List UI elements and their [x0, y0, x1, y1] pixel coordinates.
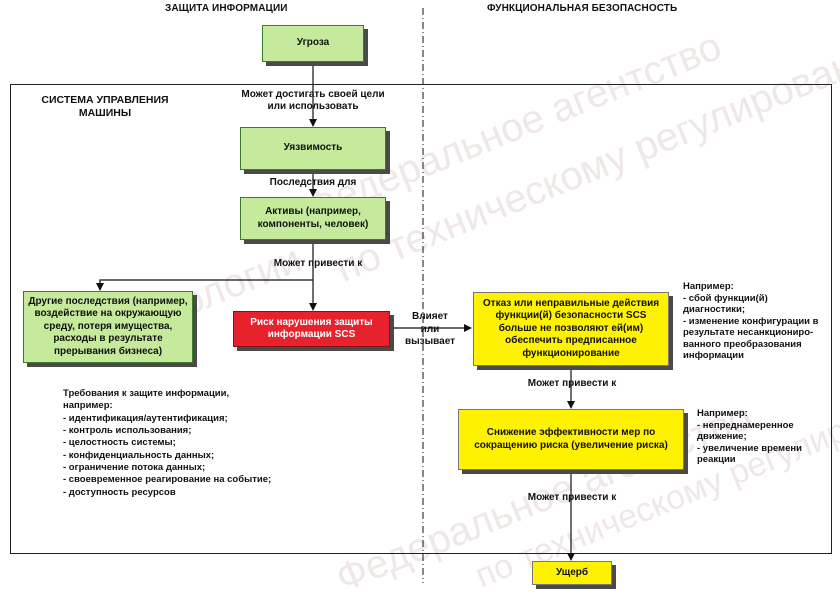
requirement-line: - своевременное реагирование на событие;: [63, 474, 272, 486]
box-line: Другие последствия (например,: [28, 295, 188, 307]
note-line: ванного преобразования: [683, 338, 802, 350]
risk-examples-note: Например: - непреднамеренное движение; -…: [697, 408, 829, 466]
box-line: больше не позволяют ей(им): [498, 322, 644, 334]
vulnerability-box: Уязвимость: [240, 127, 386, 170]
box-line: воздействие на окружающую: [34, 308, 182, 320]
label-line: или: [420, 323, 440, 335]
label-influences: Влияет или вызывает: [398, 311, 462, 349]
label-can-lead-2: Может привести к: [527, 378, 617, 389]
note-line: Например:: [697, 408, 748, 419]
system-frame: [10, 84, 832, 554]
harm-box: Ущерб: [532, 561, 612, 585]
box-line: компоненты, человек): [257, 218, 369, 230]
box-line: среду, потеря имущества,: [43, 320, 173, 332]
header-information-security: ЗАЩИТА ИНФОРМАЦИИ: [165, 3, 288, 14]
connector-layer: [96, 8, 575, 583]
threat-box: Угроза: [262, 25, 364, 62]
note-line: - сбой функции(й): [683, 292, 768, 304]
box-line: сокращению риска (увеличение риска): [474, 439, 668, 451]
note-line: информации: [683, 350, 744, 362]
label-can-lead-3: Может привести к: [527, 492, 617, 503]
box-line: обеспечить предписанное: [505, 335, 637, 347]
note-line: результате несанкциониро-: [683, 327, 814, 339]
requirements-list: Требования к защите информации, например…: [63, 388, 323, 499]
note-line: Например:: [683, 281, 734, 292]
box-line: Отказ или неправильные действия: [482, 297, 660, 309]
security-risk-text: Риск нарушения защиты информации SCS: [250, 317, 372, 342]
label-line: или использовать: [267, 101, 359, 112]
arrow-assets-other: [96, 279, 313, 291]
note-line: - изменение конфигурации в: [683, 315, 819, 327]
system-label-line: МАШИНЫ: [78, 106, 132, 119]
label-can-lead-1: Может привести к: [273, 258, 363, 269]
box-line: информации SCS: [267, 329, 356, 340]
requirement-line: - контроль использования;: [63, 425, 192, 437]
label-consequences-for: Последствия для: [269, 177, 357, 188]
note-line: реакции: [697, 454, 736, 466]
risk-reduction-box: Снижение эффективности мер по сокращению…: [458, 409, 684, 470]
other-consequences-box: Другие последствия (например, воздействи…: [23, 291, 193, 363]
label-line: Влияет: [412, 311, 448, 322]
box-line: функционирование: [522, 347, 620, 359]
box-line: Снижение эффективности мер по: [486, 427, 656, 438]
security-risk-box: Риск нарушения защиты информации SCS: [233, 311, 390, 347]
system-label: СИСТЕМА УПРАВЛЕНИЯ МАШИНЫ: [30, 94, 180, 119]
requirement-line: - целостность системы;: [63, 437, 176, 449]
box-line: Риск нарушения защиты: [250, 316, 373, 328]
box-line: Активы (например,: [265, 206, 361, 217]
requirement-line: - идентификация/аутентификация;: [63, 412, 228, 424]
note-line: диагностики;: [683, 304, 746, 316]
requirement-line: Требования к защите информации,: [63, 388, 230, 399]
requirement-line: - конфиденциальность данных;: [63, 449, 215, 461]
note-line: - непреднамеренное: [697, 419, 794, 431]
risk-reduction-text: Снижение эффективности мер по сокращению…: [474, 427, 668, 452]
note-line: движение;: [697, 431, 747, 443]
failure-examples-note: Например: - сбой функции(й) диагностики;…: [683, 281, 835, 362]
label-line: Может достигать своей цели: [241, 89, 385, 100]
assets-box: Активы (например, компоненты, человек): [240, 197, 386, 240]
failure-box: Отказ или неправильные действия функции(…: [473, 292, 669, 366]
requirement-line: например:: [63, 400, 113, 412]
box-line: прерывания бизнеса): [53, 345, 163, 357]
box-line: функции(й) безопасности SCS: [495, 310, 647, 322]
requirement-line: - доступность ресурсов: [63, 486, 176, 498]
requirement-line: - ограничение потока данных;: [63, 462, 206, 474]
failure-text: Отказ или неправильные действия функции(…: [483, 298, 659, 361]
label-can-reach: Может достигать своей цели или использов…: [220, 89, 406, 113]
other-consequences-text: Другие последствия (например, воздействи…: [28, 296, 187, 359]
header-functional-safety: ФУНКЦИОНАЛЬНАЯ БЕЗОПАСНОСТЬ: [487, 3, 678, 14]
assets-text: Активы (например, компоненты, человек): [258, 206, 369, 231]
note-line: - увеличение времени: [697, 442, 802, 454]
system-label-line: СИСТЕМА УПРАВЛЕНИЯ: [41, 94, 169, 106]
box-line: расходы в результате: [53, 333, 163, 345]
label-line: вызывает: [404, 336, 456, 347]
